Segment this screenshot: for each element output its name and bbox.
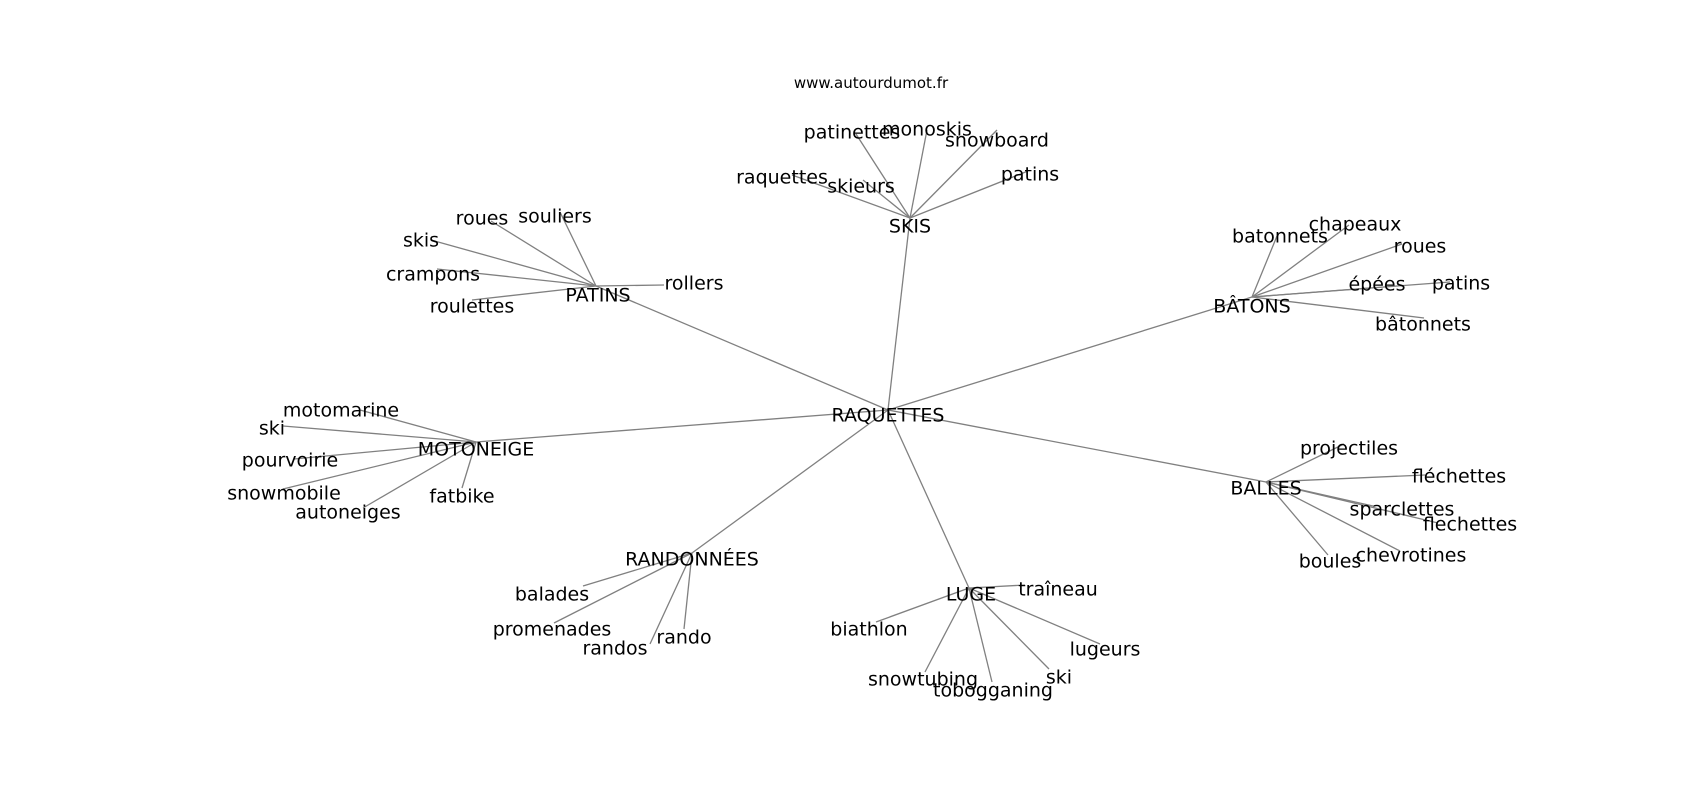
leaf-node-label: skieurs (827, 176, 895, 198)
leaf-node-label: chapeaux (1309, 214, 1402, 236)
edge-3-2 (293, 441, 477, 460)
edge-6-1 (875, 587, 970, 623)
edge-6-3 (968, 587, 1050, 670)
leaf-node-label: patins (1432, 273, 1490, 295)
edge-5-0 (582, 552, 693, 587)
leaf-node-label: fléchettes (1412, 466, 1506, 488)
edge-2-1 (1251, 224, 1350, 298)
edge-2-0 (1251, 235, 1278, 298)
leaf-node-label: randos (582, 638, 647, 660)
leaf-node-label: motomarine (283, 400, 399, 422)
leaf-node-label: biathlon (830, 619, 907, 641)
leaf-node-label: crampons (386, 264, 480, 286)
leaf-node-label: projectiles (1300, 438, 1398, 460)
leaf-node-label: ski (1046, 667, 1072, 689)
edge-1-3 (436, 268, 597, 287)
edge-3-0 (359, 409, 477, 443)
leaf-node-label: chevrotines (1356, 545, 1467, 567)
leaf-node-label: autoneiges (295, 502, 400, 524)
edge-6-2 (968, 587, 1101, 645)
edge-1-2 (430, 239, 597, 287)
leaf-node-label: traîneau (1018, 579, 1098, 601)
edge-4-5 (1265, 481, 1329, 556)
edge-root-5 (691, 409, 889, 554)
leaf-node-label: flechettes (1423, 514, 1517, 536)
leaf-node-label: rollers (665, 273, 724, 295)
edge-1-5 (595, 284, 665, 287)
hub-node-label: RANDONNÉES (625, 548, 759, 571)
edge-4-0 (1265, 443, 1345, 483)
hub-node-label: BALLES (1230, 478, 1301, 500)
leaf-node-label: rando (656, 627, 711, 649)
leaf-node-label: patins (1001, 164, 1059, 186)
edge-0-4 (791, 174, 911, 219)
edge-2-5 (1251, 296, 1425, 319)
hub-node-label: SKIS (889, 216, 931, 238)
leaf-node-label: épées (1348, 274, 1405, 296)
edges (282, 129, 1451, 683)
leaf-node-label: snowmobile (227, 483, 341, 505)
edge-0-1 (909, 129, 928, 219)
leaf-node-label: roulettes (430, 296, 515, 318)
leaf-node-label: snowboard (945, 130, 1049, 152)
edge-2-4 (1251, 281, 1451, 298)
leaf-node-label: bâtonnets (1375, 314, 1471, 336)
edge-5-2 (649, 552, 693, 645)
leaf-node-label: boules (1299, 551, 1362, 573)
leaf-node-label: pourvoirie (242, 450, 338, 472)
edge-4-4 (1265, 481, 1401, 552)
leaf-node-label: raquettes (736, 167, 828, 189)
leaf-node-label: skis (403, 230, 439, 252)
edge-4-1 (1265, 474, 1426, 483)
site-url: www.autourdumot.fr (794, 74, 949, 92)
leaf-node-label: ski (259, 418, 285, 440)
edge-0-0 (855, 133, 911, 219)
edge-root-3 (475, 409, 889, 443)
edge-0-2 (909, 129, 998, 219)
leaf-node-label: roues (1394, 236, 1447, 258)
edge-3-3 (282, 441, 477, 490)
hub-node-label: MOTONEIGE (418, 439, 534, 461)
hub-node-label: LUGE (946, 584, 996, 606)
edge-3-4 (362, 441, 477, 509)
edge-3-5 (461, 441, 477, 489)
leaf-node-label: patinettes (804, 122, 901, 144)
edge-root-4 (887, 409, 1267, 483)
edge-root-2 (887, 296, 1253, 411)
hub-node-label: BÂTONS (1213, 295, 1290, 318)
leaf-node-label: balades (515, 584, 589, 606)
edge-4-3 (1265, 481, 1439, 524)
edge-root-6 (887, 409, 970, 589)
edge-6-5 (968, 587, 993, 683)
leaf-node-label: promenades (493, 619, 612, 641)
edge-1-4 (471, 285, 597, 301)
leaf-node-label: tobogganing (933, 680, 1053, 702)
leaf-node-label: snowtubing (868, 669, 978, 691)
edge-5-1 (553, 552, 693, 624)
edge-1-1 (559, 211, 597, 287)
leaf-node-label: souliers (518, 206, 592, 228)
edge-1-0 (490, 220, 597, 287)
edge-3-1 (282, 425, 477, 443)
edge-2-2 (1251, 243, 1403, 298)
edge-6-4 (924, 587, 970, 673)
leaf-node-label: roues (456, 208, 509, 230)
edge-root-0 (887, 217, 911, 411)
edge-0-5 (862, 179, 911, 219)
edge-root-1 (595, 285, 889, 411)
leaf-node-label: monoskis (882, 119, 972, 141)
leaf-node-label: lugeurs (1070, 639, 1141, 661)
leaf-node-label: sparclettes (1350, 499, 1455, 521)
hub-node-label: PATINS (565, 285, 630, 307)
edge-0-3 (909, 170, 1029, 219)
leaf-node-label: fatbike (429, 486, 494, 508)
leaf-node-label: batonnets (1232, 226, 1328, 248)
edge-6-0 (968, 584, 1026, 589)
root-node-label: RAQUETTES (832, 405, 945, 427)
node-labels: RAQUETTES SKIS patinettesmonoskissnowboard… (227, 119, 1517, 702)
edge-5-3 (683, 552, 693, 630)
